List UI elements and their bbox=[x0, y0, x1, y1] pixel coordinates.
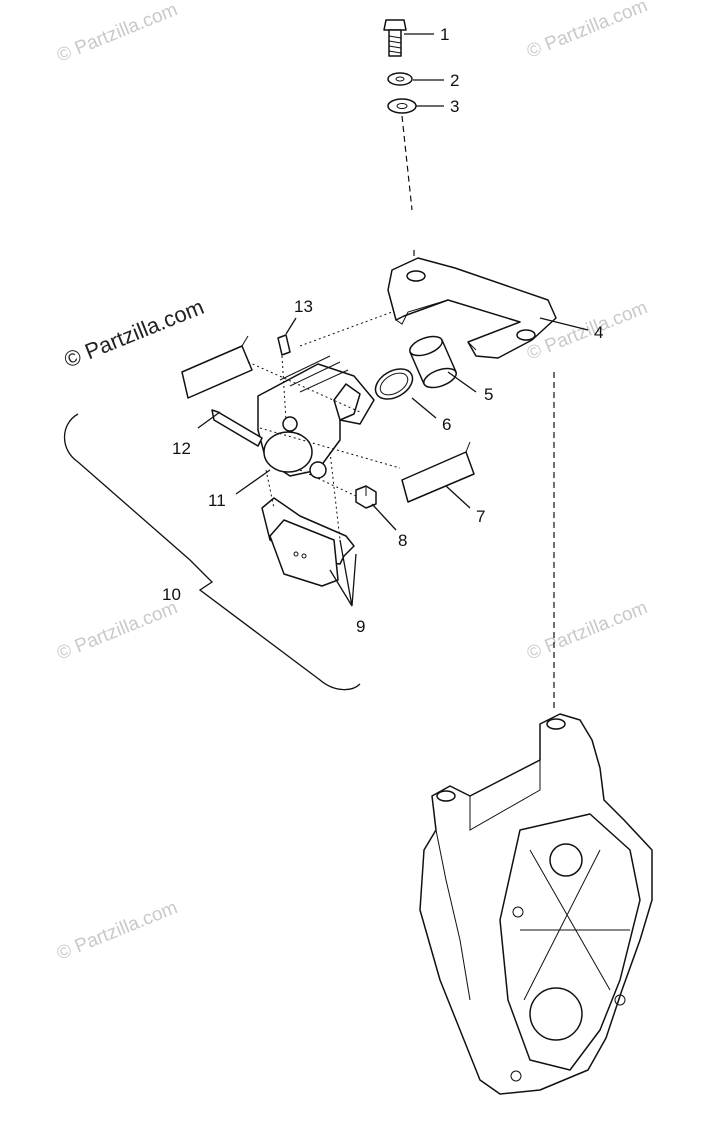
callout-11: 11 bbox=[208, 491, 226, 510]
part-nut bbox=[355, 485, 377, 509]
callout-labels: 1 2 3 4 5 6 7 8 9 10 11 12 13 bbox=[162, 25, 603, 636]
watermark-top-right: © Partzilla.com bbox=[524, 0, 651, 63]
part-lock-washer bbox=[387, 72, 413, 86]
callout-12: 12 bbox=[172, 439, 191, 458]
part-piston bbox=[409, 335, 457, 389]
part-brake-pads bbox=[261, 497, 355, 587]
callout-4: 4 bbox=[594, 323, 603, 342]
callout-3: 3 bbox=[450, 97, 459, 116]
callout-5: 5 bbox=[484, 385, 493, 404]
watermark-top-left: © Partzilla.com bbox=[54, 0, 181, 67]
part-flat-washer bbox=[387, 98, 417, 114]
callout-6: 6 bbox=[442, 415, 451, 434]
part-bleeder-valve bbox=[277, 334, 291, 356]
part-seal-ring bbox=[374, 368, 414, 400]
watermark-mid-right-2: © Partzilla.com bbox=[524, 597, 651, 664]
bolt-centerline bbox=[401, 115, 413, 211]
leader-lines bbox=[197, 33, 589, 607]
watermark-mid-left: © Partzilla.com bbox=[54, 597, 181, 664]
callout-1: 1 bbox=[440, 25, 449, 44]
callout-9: 9 bbox=[356, 617, 365, 636]
part-chaincase bbox=[419, 713, 653, 1095]
callout-10: 10 bbox=[162, 585, 181, 604]
callout-7: 7 bbox=[476, 507, 485, 526]
part-brake-line bbox=[211, 409, 263, 447]
part-pad-shield-left bbox=[181, 335, 253, 399]
callout-2: 2 bbox=[450, 71, 459, 90]
part-bolt bbox=[383, 19, 407, 57]
watermark-low-left: © Partzilla.com bbox=[54, 897, 181, 964]
part-caliper-body bbox=[257, 355, 375, 479]
watermark-main: © Partzilla.com bbox=[61, 294, 208, 373]
part-pad-shield-right bbox=[401, 441, 475, 503]
assembly-brace bbox=[64, 413, 361, 691]
assembly-lines bbox=[247, 311, 401, 541]
part-mounting-bracket bbox=[387, 257, 557, 359]
callout-8: 8 bbox=[398, 531, 407, 550]
callout-13: 13 bbox=[294, 297, 313, 316]
